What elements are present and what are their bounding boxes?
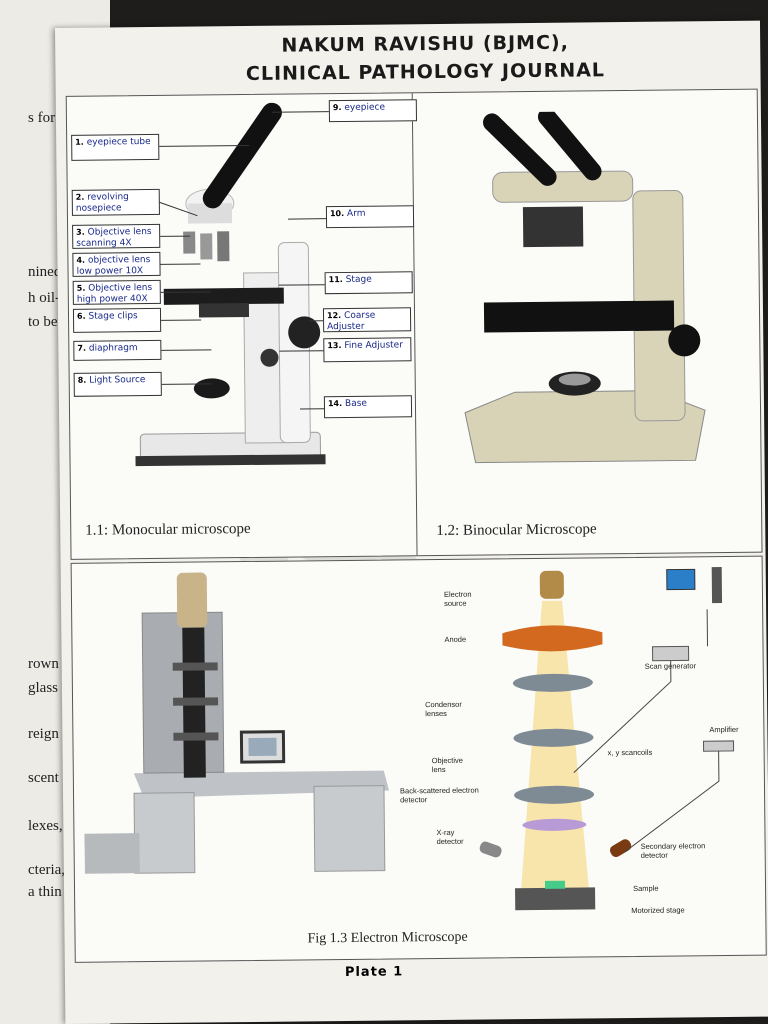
label-light-source: 8. Light Source <box>73 371 162 397</box>
label-stage-clips: 6. Stage clips <box>72 307 162 333</box>
label-amplifier: Amplifier <box>709 724 739 735</box>
caption-monocular: 1.1: Monocular microscope <box>85 520 251 539</box>
label-motorized-stage: Motorized stage <box>631 905 685 916</box>
label-objective-low: 4. objective lens low power 10X <box>72 251 161 277</box>
bleed-line: nined <box>28 264 62 280</box>
label-xray-detector: X-ray detector <box>436 827 464 847</box>
label-objective-high: 5. Objective lens high power 40X <box>72 279 161 305</box>
label-objective-scanning: 3. Objective lens scanning 4X <box>72 223 161 249</box>
label-fine-adjuster: 13. Fine Adjuster <box>323 337 412 363</box>
page-header: NAKUM RAVISHU (BJMC), CLINICAL PATHOLOGY… <box>165 27 686 88</box>
bleed-line: h oil- <box>28 290 61 306</box>
label-arm: 10. Arm <box>325 205 415 229</box>
bleed-line: scent <box>28 770 59 786</box>
label-stage: 11. Stage <box>324 271 413 295</box>
label-revolving-nosepiece: 2. revolving nosepiece <box>71 188 160 216</box>
bleed-line: cteria, <box>28 862 66 878</box>
monocular-microscope-illustration <box>135 102 326 467</box>
bleed-line: reign <box>28 726 59 742</box>
label-eyepiece: 9. eyepiece <box>328 99 417 123</box>
label-diaphragm: 7. diaphragm <box>73 339 162 361</box>
label-eyepiece-tube: 1. eyepiece tube <box>71 133 160 161</box>
label-secondary-detector: Secondary electron detector <box>640 841 706 860</box>
caption-electron: Fig 1.3 Electron Microscope <box>307 929 468 947</box>
binocular-microscope-illustration <box>464 110 706 464</box>
bleed-line: to be <box>28 314 58 330</box>
journal-page: NR NAKUM RAVISHU (BJMC), CLINICAL PATHOL… <box>55 20 768 1024</box>
plate-top-frame: 1. eyepiece tube 2. revolving nosepiece … <box>65 88 763 560</box>
header-line-2: CLINICAL PATHOLOGY JOURNAL <box>245 59 606 86</box>
label-sample: Sample <box>632 883 659 893</box>
plate-number: Plate 1 <box>344 964 404 981</box>
electron-microscope-schematic <box>479 567 735 911</box>
label-scancoils: x, y scancoils <box>607 747 653 758</box>
label-backscattered-detector: Back-scattered electron detector <box>399 785 479 805</box>
bleed-line: s for <box>28 110 56 126</box>
label-objective-lens: Objective lens <box>431 755 464 775</box>
bleed-line: lexes, <box>28 818 63 834</box>
bleed-line: a thin <box>28 884 62 900</box>
label-scan-generator: Scan generator <box>644 661 697 671</box>
caption-binocular: 1.2: Binocular Microscope <box>436 521 597 540</box>
label-base: 14. Base <box>323 395 413 419</box>
label-condensor-lenses: Condensor lenses <box>425 699 462 719</box>
leader-line <box>309 320 324 322</box>
label-electron-source: Electron source <box>443 589 472 608</box>
bleed-line: rown <box>28 656 59 672</box>
label-anode: Anode <box>444 634 467 644</box>
bleed-line: glass <box>28 680 58 696</box>
electron-microscope-photo <box>84 572 390 874</box>
frame-divider <box>411 93 418 556</box>
label-coarse-adjuster: 12. Coarse Adjuster <box>322 307 412 333</box>
plate-bottom-frame: Electron source Anode Condensor lenses O… <box>70 555 767 963</box>
